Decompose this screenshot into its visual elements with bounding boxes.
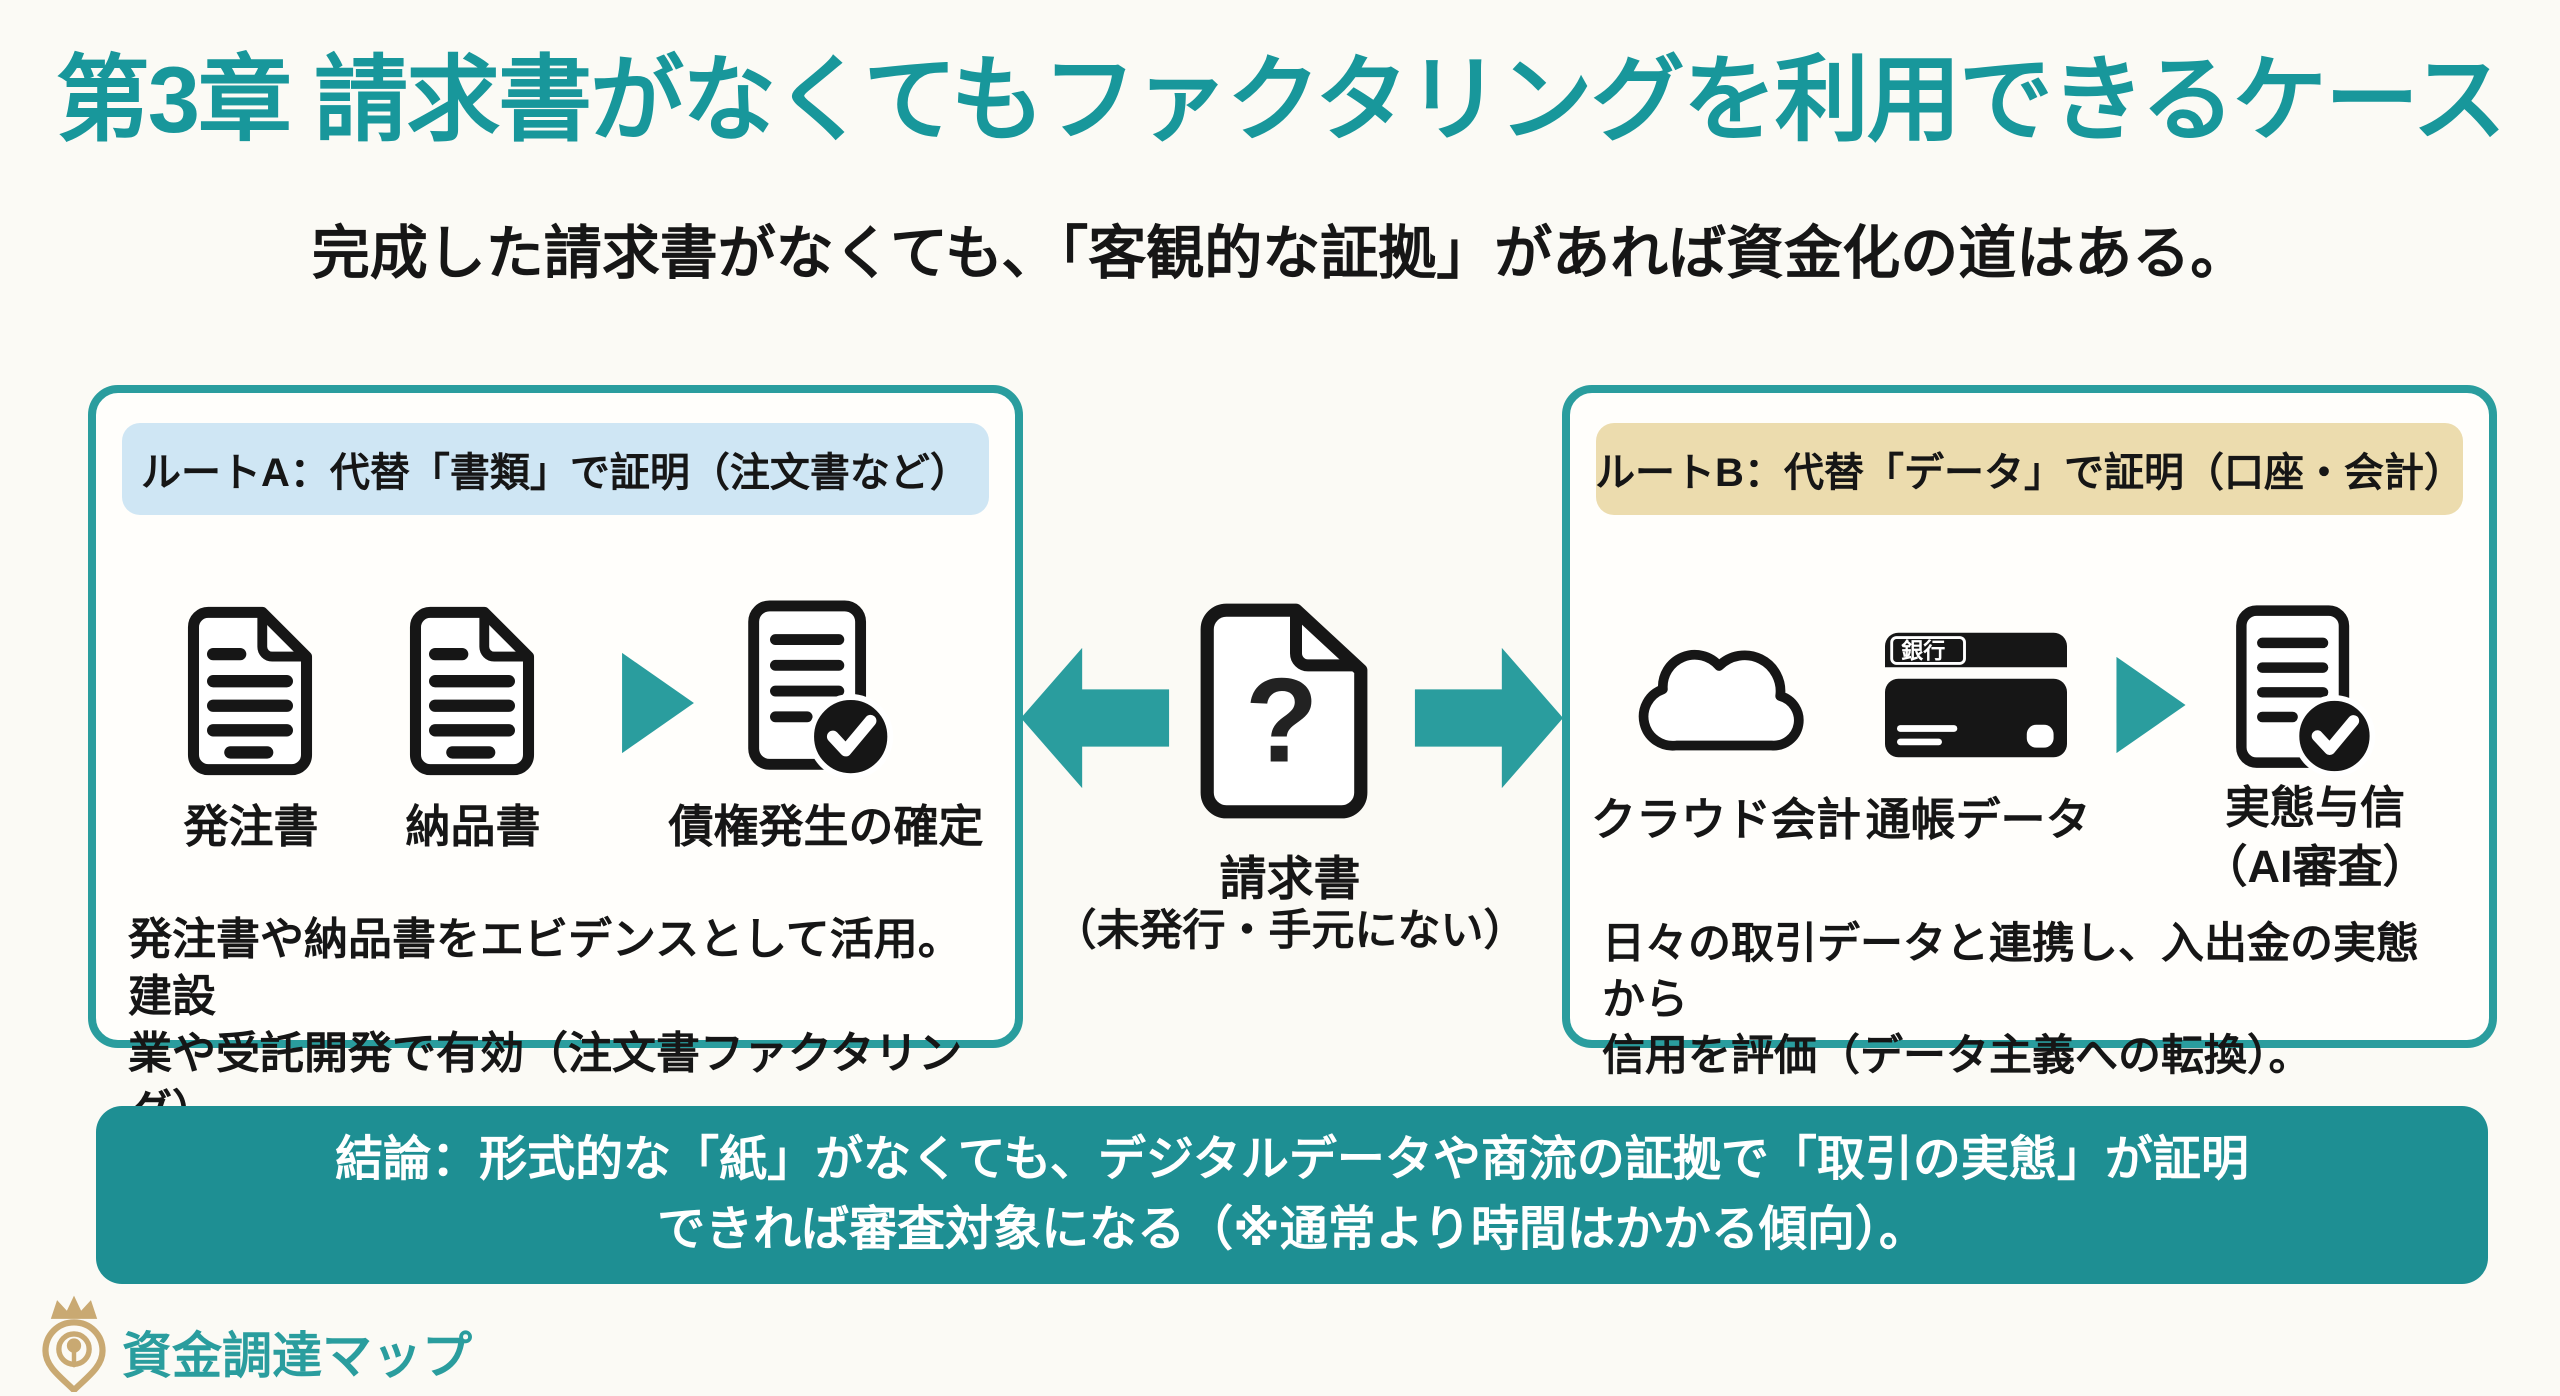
cloud-icon (1638, 649, 1804, 751)
ai-credit-label: 実態与信 （AI審査） (2202, 779, 2427, 896)
missing-invoice-question-document-icon: ? (1200, 603, 1368, 819)
page-subtitle: 完成した請求書がなくても、「客観的な証拠」があれば資金化の道はある。 (311, 221, 2249, 286)
passbook-data-label: 通帳データ (1865, 794, 2091, 845)
invoice-status-label: （未発行・手元にない） (1053, 907, 1527, 955)
flow-triangle-arrow-icon (622, 652, 694, 754)
question-mark-glyph: ? (1245, 653, 1318, 787)
route-a-description-line1: 発注書や納品書をエビデンスとして活用。建設 (128, 915, 962, 1022)
route-b-description-line1: 日々の取引データと連携し、入出金の実態から (1602, 920, 2419, 1024)
crown-map-pin-logo-icon (42, 1295, 106, 1392)
cloud-accounting-label: クラウド会計 (1590, 794, 1862, 845)
receivable-confirmed-document-check-icon (748, 600, 894, 780)
flow-triangle-arrow-icon (2116, 656, 2186, 754)
brand-logo-text: 資金調達マップ (122, 1328, 472, 1384)
route-b-description-line2: 信用を評価（データ主義への転換）。 (1602, 1031, 2312, 1080)
ai-credit-document-check-icon (2236, 605, 2376, 777)
route-b-description: 日々の取引データと連携し、入出金の実態から 信用を評価（データ主義への転換）。 (1602, 917, 2461, 1085)
ai-credit-label-line1: 実態与信 (2224, 782, 2406, 833)
purchase-order-label: 発注書 (183, 801, 319, 852)
conclusion-line2: できれば審査対象になる（※通常より時間はかかる傾向）。 (657, 1203, 1927, 1256)
delivery-note-document-icon (409, 606, 535, 776)
route-b-box: ルートB：代替「データ」で証明（口座・会計） 銀行 (1562, 385, 2497, 1080)
delivery-note-label: 納品書 (405, 801, 541, 852)
conclusion-banner: 結論：形式的な「紙」がなくても、デジタルデータや商流の証拠で「取引の実態」が証明… (96, 1106, 2488, 1284)
ai-credit-label-line2: （AI審査） (2202, 840, 2428, 892)
route-a-box: ルートA：代替「書類」で証明（注文書など） (88, 385, 1023, 1136)
purchase-order-document-icon (187, 606, 313, 776)
receivable-confirmed-label: 債権発生の確定 (668, 801, 984, 852)
big-arrow-right-icon (1414, 647, 1564, 789)
bank-passbook-card-icon: 銀行 (1885, 632, 2067, 758)
invoice-label: 請求書 (1219, 852, 1361, 905)
route-b-header: ルートB：代替「データ」で証明（口座・会計） (1595, 423, 2464, 515)
page-title: 第3章 請求書がなくてもファクタリングを利用できるケース (55, 47, 2507, 152)
bank-card-text: 銀行 (1901, 639, 1945, 664)
route-a-header: ルートA：代替「書類」で証明（注文書など） (122, 423, 989, 515)
conclusion-line1: 結論：形式的な「紙」がなくても、デジタルデータや商流の証拠で「取引の実態」が証明 (335, 1133, 2249, 1187)
route-a-description: 発注書や納品書をエビデンスとして活用。建設 業や受託開発で有効（注文書ファクタリ… (128, 911, 987, 1140)
big-arrow-left-icon (1020, 647, 1170, 789)
